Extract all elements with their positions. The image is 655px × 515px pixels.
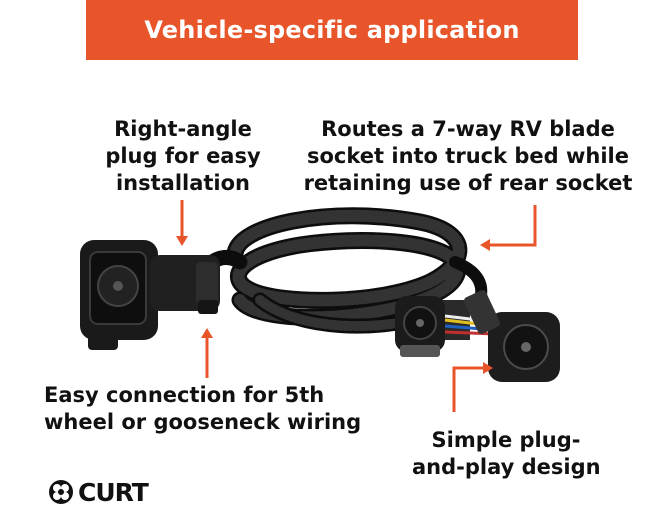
rv-blade-socket [80, 240, 220, 350]
callout-routes-socket: Routes a 7-way RV blade socket into truc… [303, 117, 633, 195]
arrow-down-icon [176, 200, 188, 246]
vehicle-plugs [395, 290, 560, 382]
callout-right-angle-plug: Right-angle plug for easy installation [105, 117, 261, 195]
callout-arrows [176, 200, 537, 412]
callout-plug-and-play: Simple plug- and-play design [412, 428, 601, 479]
curt-logo-mark-icon [49, 480, 73, 504]
arrow-up-icon [201, 328, 213, 378]
arrow-left-icon [480, 205, 537, 251]
logo-text: CURT [78, 477, 149, 507]
arrow-right-up-icon [452, 362, 493, 412]
title-banner: Vehicle-specific application [86, 0, 578, 60]
callout-easy-connection: Easy connection for 5th wheel or goosene… [44, 383, 362, 434]
banner-title: Vehicle-specific application [144, 16, 520, 44]
curt-logo: CURT [48, 477, 149, 507]
